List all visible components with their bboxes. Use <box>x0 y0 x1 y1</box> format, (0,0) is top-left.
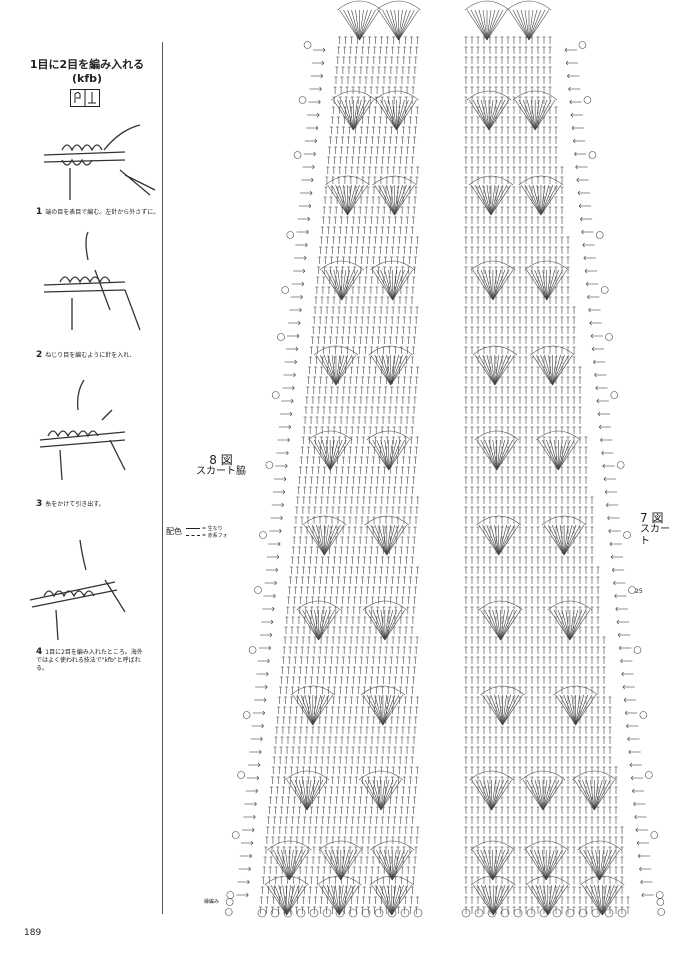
technique-title-line1: 1目に2目を編み入れる <box>29 58 145 71</box>
step3-illustration <box>39 379 126 481</box>
step1-illustration <box>43 124 156 200</box>
legend-item-ecru: = 生なり <box>201 526 223 532</box>
step-number: 1 <box>36 207 43 217</box>
legend-title: 配色 <box>166 527 182 536</box>
page-number: 189 <box>24 928 42 938</box>
figure7-title: スカート <box>640 524 670 547</box>
color-legend: 配色 = 生なり = 赤系フォ <box>166 525 228 539</box>
chart-stitches <box>224 0 666 918</box>
legend-item-red: = 赤系フォ <box>201 533 228 539</box>
figure8-number: 8 図 <box>209 453 233 467</box>
edge-label: 縁編み <box>204 899 220 905</box>
kfb-symbol-icon <box>70 89 100 111</box>
figure7-number: 7 図 <box>640 511 664 525</box>
technique-title: 1目に2目を編み入れる (kfb) <box>22 58 152 86</box>
figure8-label: 8 図 スカート脇 <box>196 454 246 478</box>
step-text: ねじり目を編むように針を入れ、 <box>45 352 136 359</box>
figure8-title: スカート脇 <box>196 466 246 477</box>
step4-illustration <box>29 539 126 641</box>
step-number: 2 <box>36 350 43 360</box>
row-25-label: 25 <box>635 588 643 595</box>
panel-divider <box>162 42 163 914</box>
step-text: 端の目を表目で編む。左針から外さずに。 <box>45 209 160 216</box>
kfb-step-illustrations <box>29 124 156 641</box>
figure7-label: 7 図 スカート <box>640 512 679 548</box>
step-number: 3 <box>36 499 43 509</box>
step-text: 1目に2目を編み入れたところ。海外ではよく使われる技法で"kfb"と呼ばれる。 <box>36 649 143 672</box>
step-text: 糸をかけて引き出す。 <box>45 501 105 508</box>
technique-title-line2: (kfb) <box>71 72 103 85</box>
step2-illustration <box>43 231 141 331</box>
step-number: 4 <box>36 647 43 657</box>
